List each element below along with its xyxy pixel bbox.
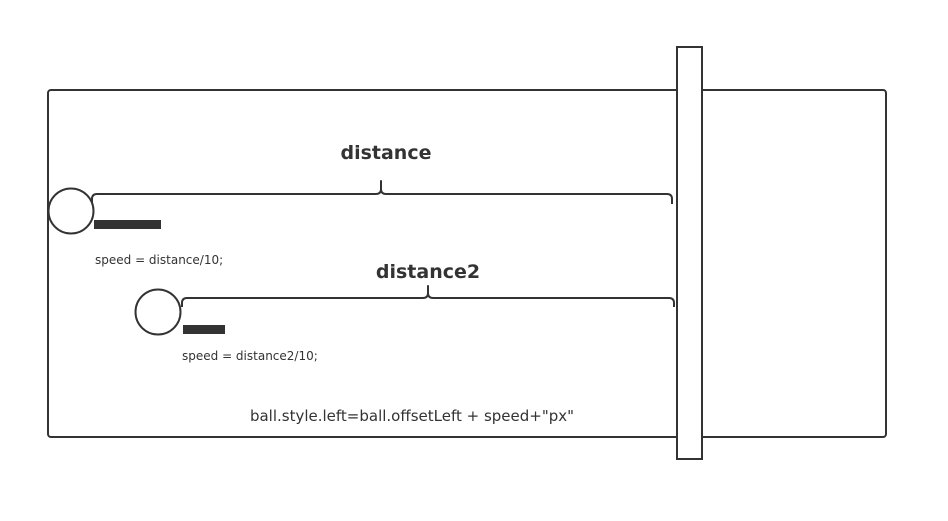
speed-bar-1 [94,220,161,229]
position-update-formula: ball.style.left=ball.offsetLeft + speed+… [250,407,574,425]
ball-1 [47,187,95,235]
speed-formula-2: speed = distance2/10; [182,349,318,363]
distance-brace [91,180,673,204]
container-box [47,89,887,438]
distance2-brace [181,285,675,307]
distance-label: distance [340,142,431,164]
wall-bar [676,46,703,460]
ball-2 [134,288,182,336]
distance2-label: distance2 [376,261,480,283]
speed-formula-1: speed = distance/10; [95,253,223,267]
speed-bar-2 [183,325,225,334]
